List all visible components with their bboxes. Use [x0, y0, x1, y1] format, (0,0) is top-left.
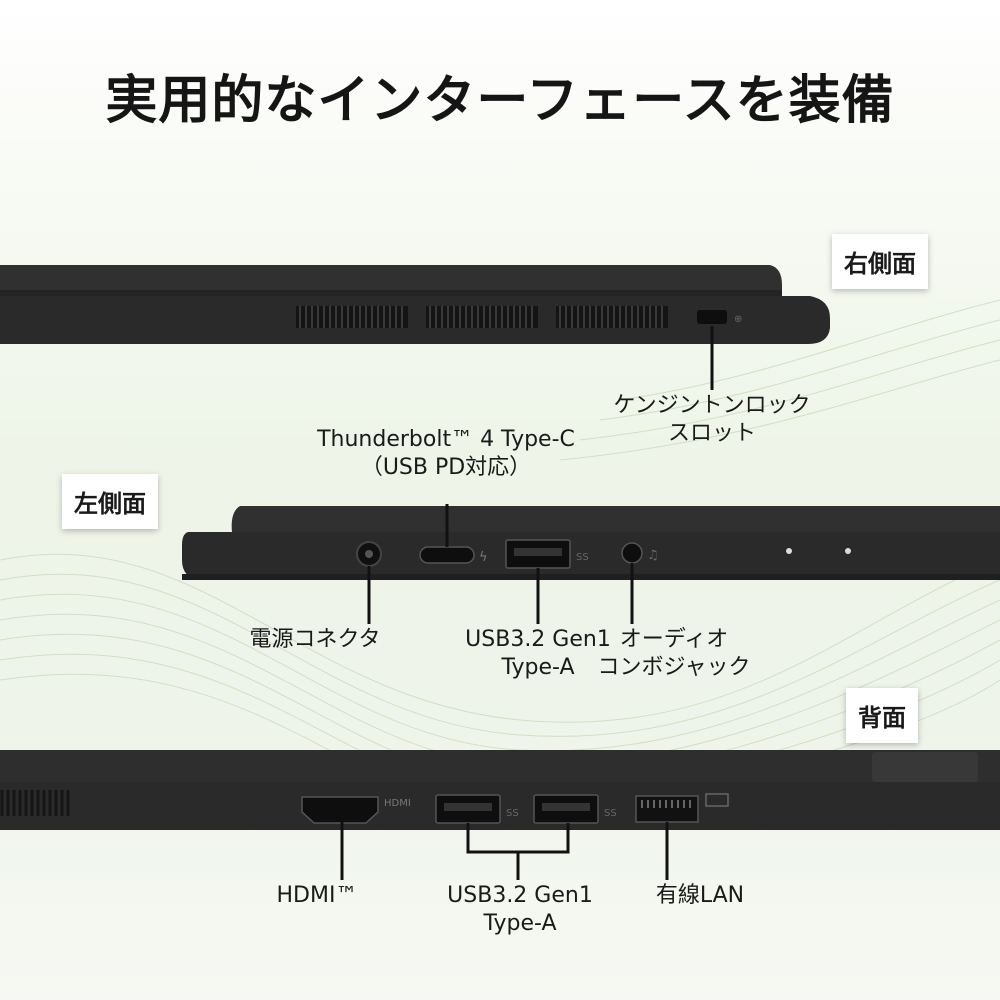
vent-grille: [296, 306, 668, 328]
thunderbolt-port: [419, 546, 475, 564]
callout-line: USB3.2 Gen1: [447, 883, 593, 908]
svg-text:SS: SS: [604, 808, 617, 819]
svg-text:SS: SS: [506, 808, 519, 819]
right-side-view: ⊕: [0, 265, 830, 390]
callout-line: USB3.2 Gen1: [465, 627, 611, 652]
callout-line: 電源コネクタ: [249, 627, 381, 652]
svg-text:ϟ: ϟ: [479, 550, 488, 565]
callout-line: Type-A: [483, 911, 557, 936]
callout-line: Thunderbolt™ 4 Type-C: [317, 427, 575, 452]
thunderbolt-callout: Thunderbolt™ 4 Type-C （USB PD対応）: [296, 426, 596, 482]
power-connector-callout: 電源コネクタ: [240, 626, 390, 654]
kensington-slot: [697, 310, 727, 324]
hdmi-port: [301, 796, 379, 824]
lan-callout: 有線LAN: [630, 882, 770, 910]
callout-line: スロット: [667, 421, 756, 446]
usb-back-callout: USB3.2 Gen1 Type-A: [402, 882, 638, 938]
lan-port: [635, 795, 699, 823]
kensington-callout: ケンジントンロック スロット: [612, 392, 812, 448]
callout-line: （USB PD対応）: [360, 455, 532, 480]
back-side-label: 背面: [846, 688, 918, 743]
back-view: HDMI SS SS: [0, 750, 1000, 880]
svg-text:SS: SS: [576, 552, 589, 563]
callout-line: コンボジャック: [597, 655, 751, 680]
left-side-view: ϟ SS ♫: [182, 504, 1000, 624]
page-title: 実用的なインターフェースを装備: [105, 71, 895, 131]
hdmi-callout: HDMI™: [262, 882, 372, 910]
usb-left-callout: USB3.2 Gen1 Type-A: [420, 626, 656, 682]
right-side-label: 右側面: [832, 234, 928, 289]
callout-line: Type-A: [501, 655, 575, 680]
left-side-label: 左側面: [62, 474, 158, 529]
callout-line: 有線LAN: [655, 883, 745, 908]
callout-line: オーディオ: [619, 627, 729, 652]
callout-line: HDMI™: [276, 883, 358, 908]
svg-text:HDMI: HDMI: [384, 798, 411, 809]
audio-jack: [621, 542, 643, 564]
svg-text:⊕: ⊕: [734, 314, 742, 325]
svg-text:♫: ♫: [647, 548, 659, 563]
audio-callout: オーディオ コンボジャック: [590, 626, 758, 682]
callout-line: ケンジントンロック: [613, 393, 811, 418]
